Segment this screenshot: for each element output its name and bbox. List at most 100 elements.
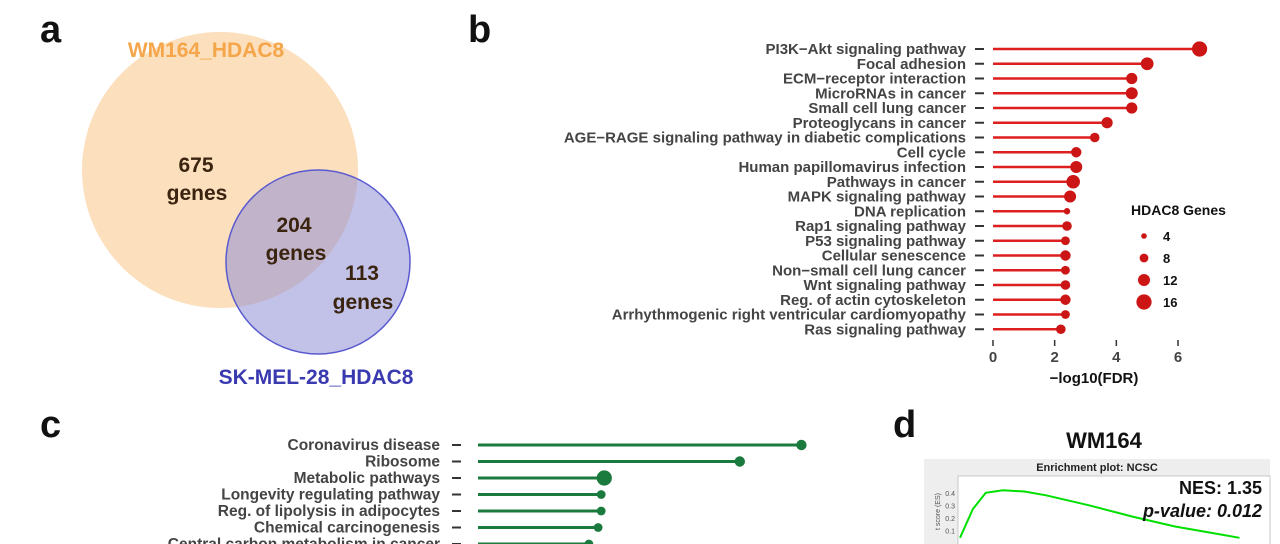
chart-b-category-label: Human papillomavirus infection [738,159,966,176]
chart-c-category-label: Central carbon metabolism in cancer [168,536,440,544]
chart-b-point [1063,208,1071,215]
chart-c-point [596,506,606,516]
legend-size-label: 8 [1163,251,1170,266]
chart-b-category-label: Non−small cell lung cancer [772,262,966,279]
chart-b-category-label: PI3K−Akt signaling pathway [766,41,967,58]
chart-b-category-label: Wnt signaling pathway [803,277,966,294]
legend-title: HDAC8 Genes [1131,202,1226,218]
gsea-yticks: 0.4 0.3 0.2 0.1 [945,491,955,536]
gsea-ytick-label: 0.4 [945,491,955,498]
gsea-ytick-label: 0.3 [945,504,955,511]
chart-b-xtick-label: 4 [1112,349,1121,366]
gsea-ytick-label: 0.1 [945,529,955,536]
panel-d-letter: d [893,404,916,446]
venn-only2-unit: genes [333,291,394,314]
chart-b-point [1126,102,1138,114]
chart-b-category-label: P53 signaling pathway [805,233,967,250]
chart-b-category-label: Focal adhesion [857,56,966,73]
chart-c-point [596,470,612,486]
chart-b-xlabel: −log10(FDR) [1050,370,1139,387]
chart-b-point [1060,250,1071,261]
panel-d: d WM164 Enrichment plot: NCSC t score (E… [893,404,1271,544]
chart-c-point [596,490,606,499]
chart-b-category-label: AGE−RAGE signaling pathway in diabetic c… [564,130,966,147]
chart-c-point [593,523,603,532]
chart-b-point [1071,147,1082,158]
chart-b-category-label: MicroRNAs in cancer [815,85,966,102]
chart-b-point [1140,57,1154,71]
chart-b-point [1125,87,1138,100]
chart-b-category-label: Ras signaling pathway [804,321,966,338]
gsea-subtitle: Enrichment plot: NCSC [1036,462,1158,474]
chart-c-point [584,539,594,544]
chart-b-point [1064,190,1077,203]
chart-b-category-label: ECM−receptor interaction [783,71,966,88]
chart-b-category-label: DNA replication [854,203,966,220]
legend-size-marker [1141,233,1147,239]
chart-b-legend: HDAC8 Genes 4 8 12 16 [1131,202,1226,310]
chart-b-category-label: Proteoglycans in cancer [793,115,967,132]
gsea-title: WM164 [1066,428,1143,453]
chart-c-category-label: Chemical carcinogenesis [254,520,440,537]
gsea-plot-area [957,475,1271,544]
venn-set1-label: WM164_HDAC8 [128,39,285,62]
chart-b-category-label: Reg. of actin cytoskeleton [780,292,966,309]
chart-b-point [1089,132,1100,143]
venn-both-unit: genes [266,242,327,265]
chart-b-xtick-label: 6 [1174,349,1182,366]
chart-b-category-label: MAPK signaling pathway [788,189,967,206]
venn-both-count: 204 [276,214,311,237]
panel-a: a WM164_HDAC8 SK-MEL-28_HDAC8 675 genes … [40,9,414,389]
chart-b-category-label: Pathways in cancer [827,174,966,191]
chart-c-category-label: Coronavirus disease [288,437,441,454]
chart-b-category-label: Rap1 signaling pathway [795,218,967,235]
chart-b-point [1061,236,1070,246]
gsea-ylabel: t score (ES) [935,493,942,530]
chart-c-category-label: Metabolic pathways [294,470,440,487]
chart-b-point [1070,161,1083,173]
legend-size-marker [1138,274,1150,286]
chart-b-point [1101,117,1113,129]
legend-size-marker [1139,253,1149,263]
panel-b-letter: b [468,9,491,51]
chart-b-point [1056,324,1066,335]
chart-b-category-label: Arrhythmogenic right ventricular cardiom… [612,307,967,324]
chart-c-point [796,439,807,451]
venn-set2-circle [225,169,411,355]
chart-b-category-label: Cellular senescence [822,248,966,265]
panel-c-letter: c [40,404,61,446]
chart-b-point [1062,221,1072,231]
chart-c-category-label: Reg. of lipolysis in adipocytes [218,503,440,520]
legend-size-label: 12 [1163,273,1177,288]
gsea-pvalue: p-value: 0.012 [1142,501,1262,521]
chart-c-category-label: Longevity regulating pathway [221,487,440,504]
venn-only2-count: 113 [345,262,379,285]
chart-b-point [1060,294,1071,305]
venn-only1-count: 675 [178,154,213,177]
legend-size-label: 16 [1163,295,1177,310]
chart-b-xtick-label: 0 [989,349,997,366]
chart-b-category-label: Cell cycle [897,144,966,161]
chart-b-point [1061,310,1070,319]
chart-b-point [1060,280,1071,290]
venn-only1-unit: genes [167,182,228,205]
chart-b-xtick-label: 2 [1050,349,1058,366]
panel-a-letter: a [40,9,62,51]
gsea-enrichment-curve [959,489,1240,539]
chart-b-point [1191,41,1208,57]
legend-size-marker [1136,294,1152,310]
chart-b-category-label: Small cell lung cancer [808,100,966,117]
venn-set2-label: SK-MEL-28_HDAC8 [219,366,414,389]
legend-size-label: 4 [1163,229,1171,244]
chart-b-point [1061,265,1070,275]
gsea-ytick-label: 0.2 [945,516,955,523]
chart-b-point [1126,72,1138,85]
chart-c-category-label: Ribosome [365,454,440,471]
chart-c-point [734,456,745,467]
chart-b-point [1066,174,1080,189]
